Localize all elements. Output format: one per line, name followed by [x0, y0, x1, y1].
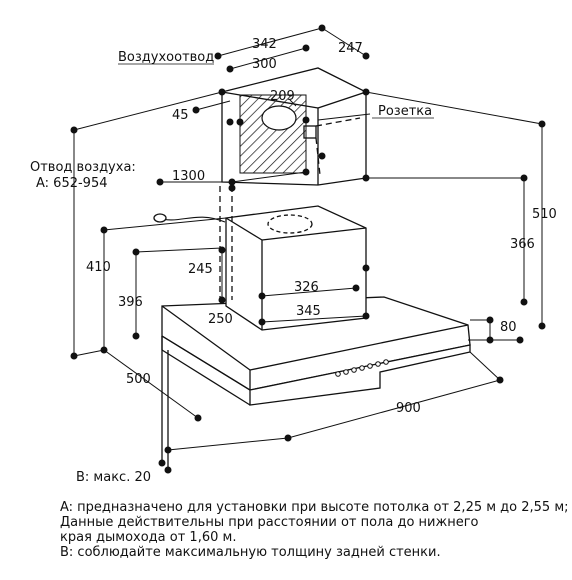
- dim-345: 345: [296, 304, 321, 319]
- note-line-3: края дымохода от 1,60 м.: [60, 530, 237, 545]
- dim-80: 80: [500, 320, 517, 335]
- dim-45: 45: [172, 108, 189, 123]
- dim-366: 366: [510, 237, 535, 252]
- b-max-label: B: макс. 20: [76, 470, 151, 485]
- dim-396: 396: [118, 295, 143, 310]
- air-outlet-range: A: 652-954: [36, 176, 108, 191]
- dim-510: 510: [532, 207, 557, 222]
- dim-1300: 1300: [172, 169, 205, 184]
- dim-500: 500: [126, 372, 151, 387]
- dim-900: 900: [396, 401, 421, 416]
- dimension-lines: [73, 27, 543, 451]
- dim-209: 209: [270, 89, 295, 104]
- dimension-dots: [70, 24, 546, 474]
- hood-canopy: [161, 296, 471, 406]
- dim-247: 247: [338, 41, 363, 56]
- dim-342: 342: [252, 37, 277, 52]
- dim-410: 410: [86, 260, 111, 275]
- note-line-a: A: предназначено для установки при высот…: [60, 500, 569, 515]
- control-buttons: [335, 359, 389, 377]
- note-line-2: Данные действительны при расстоянии от п…: [60, 515, 479, 530]
- dim-300: 300: [252, 57, 277, 72]
- air-duct-label: Воздухоотвод: [118, 50, 214, 65]
- air-outlet-title: Отвод воздуха:: [30, 160, 136, 175]
- dim-250: 250: [208, 312, 233, 327]
- socket-label: Розетка: [378, 104, 432, 119]
- dim-326: 326: [294, 280, 319, 295]
- dim-245: 245: [188, 262, 213, 277]
- note-line-b: B: соблюдайте максимальную толщину задне…: [60, 545, 441, 560]
